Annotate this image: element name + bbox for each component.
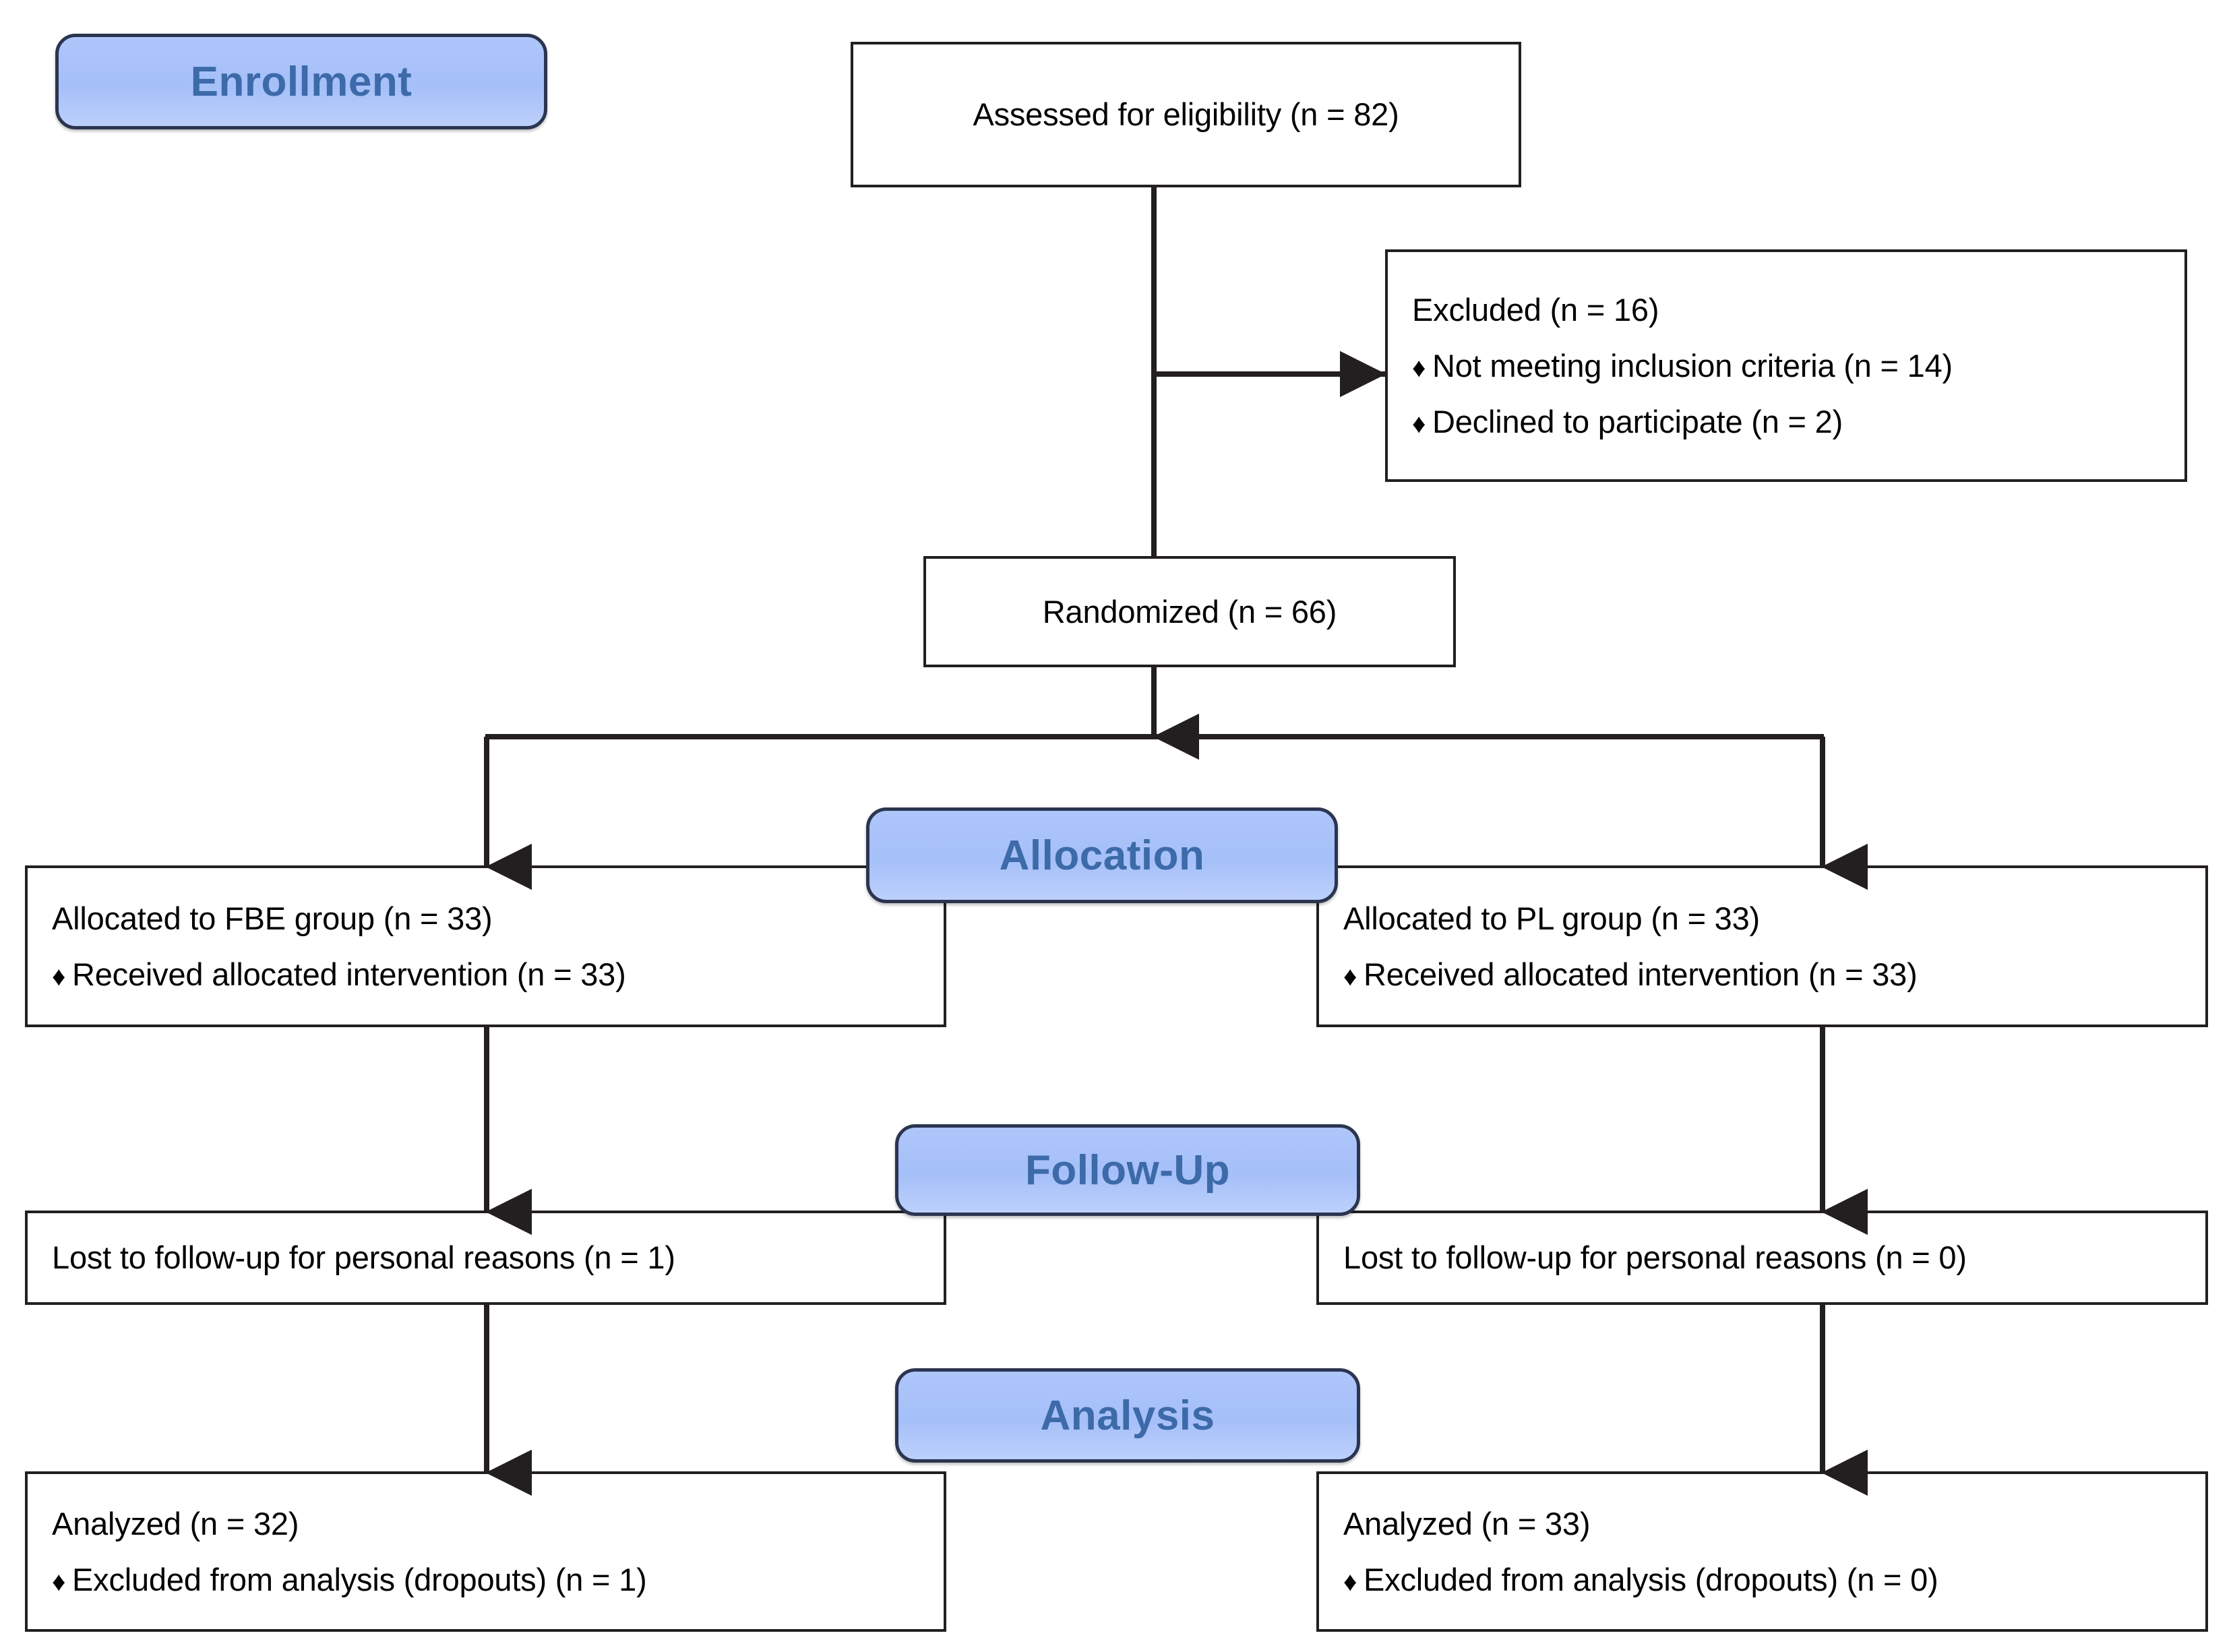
excluded-reason-1-row: ♦Not meeting inclusion criteria (n = 14) <box>1388 346 2184 385</box>
lost-followup-fbe-text: Lost to follow-up for personal reasons (… <box>52 1240 675 1276</box>
stage-badge-analysis: Analysis <box>895 1368 1360 1463</box>
stage-label-followup: Follow-Up <box>1024 1146 1231 1194</box>
node-excluded: Excluded (n = 16) ♦Not meeting inclusion… <box>1385 249 2187 482</box>
analyzed-fbe-excluded-text: Excluded from analysis (dropouts) (n = 1… <box>72 1562 647 1597</box>
stage-badge-allocation: Allocation <box>866 807 1338 903</box>
analyzed-pl-excluded-text: Excluded from analysis (dropouts) (n = 0… <box>1364 1562 1938 1597</box>
allocated-fbe-intervention-text: Received allocated intervention (n = 33) <box>72 956 626 992</box>
allocated-pl-intervention-text: Received allocated intervention (n = 33) <box>1364 956 1918 992</box>
excluded-reason-1-text: Not meeting inclusion criteria (n = 14) <box>1432 347 1953 384</box>
excluded-reason-2-text: Declined to participate (n = 2) <box>1432 404 1843 440</box>
analyzed-pl-excluded-row: ♦Excluded from analysis (dropouts) (n = … <box>1319 1560 2205 1599</box>
node-allocated-pl: Allocated to PL group (n = 33) ♦Received… <box>1316 865 2208 1027</box>
diamond-bullet-icon: ♦ <box>1343 962 1357 991</box>
stage-label-analysis: Analysis <box>1040 1392 1215 1439</box>
randomized-text: Randomized (n = 66) <box>1042 593 1337 630</box>
node-analyzed-pl: Analyzed (n = 33) ♦Excluded from analysi… <box>1316 1471 2208 1632</box>
allocated-fbe-intervention-row: ♦Received allocated intervention (n = 33… <box>28 955 944 993</box>
node-randomized: Randomized (n = 66) <box>923 556 1456 667</box>
lost-followup-pl-text: Lost to follow-up for personal reasons (… <box>1343 1240 1967 1276</box>
analyzed-pl-text: Analyzed (n = 33) <box>1343 1505 1591 1541</box>
node-allocated-fbe: Allocated to FBE group (n = 33) ♦Receive… <box>25 865 946 1027</box>
stage-badge-enrollment: Enrollment <box>55 34 547 129</box>
diamond-bullet-icon: ♦ <box>1343 1567 1357 1597</box>
allocated-pl-intervention-row: ♦Received allocated intervention (n = 33… <box>1319 955 2205 993</box>
node-lost-followup-fbe: Lost to follow-up for personal reasons (… <box>25 1211 946 1305</box>
allocated-fbe-text: Allocated to FBE group (n = 33) <box>52 900 493 936</box>
assessed-text: Assessed for eligibility (n = 82) <box>973 96 1399 133</box>
diamond-bullet-icon: ♦ <box>1412 353 1426 383</box>
stage-label-enrollment: Enrollment <box>190 58 412 105</box>
node-assessed-for-eligibility: Assessed for eligibility (n = 82) <box>851 42 1521 187</box>
diamond-bullet-icon: ♦ <box>1412 409 1426 439</box>
allocated-pl-text: Allocated to PL group (n = 33) <box>1343 900 1761 936</box>
excluded-total-text: Excluded (n = 16) <box>1412 291 1659 328</box>
stage-label-allocation: Allocation <box>999 832 1205 879</box>
stage-badge-followup: Follow-Up <box>895 1124 1360 1216</box>
node-analyzed-fbe: Analyzed (n = 32) ♦Excluded from analysi… <box>25 1471 946 1632</box>
excluded-reason-2-row: ♦Declined to participate (n = 2) <box>1388 402 2184 441</box>
analyzed-fbe-excluded-row: ♦Excluded from analysis (dropouts) (n = … <box>28 1560 944 1599</box>
diamond-bullet-icon: ♦ <box>52 962 66 991</box>
node-lost-followup-pl: Lost to follow-up for personal reasons (… <box>1316 1211 2208 1305</box>
analyzed-fbe-text: Analyzed (n = 32) <box>52 1505 299 1541</box>
diamond-bullet-icon: ♦ <box>52 1567 66 1597</box>
